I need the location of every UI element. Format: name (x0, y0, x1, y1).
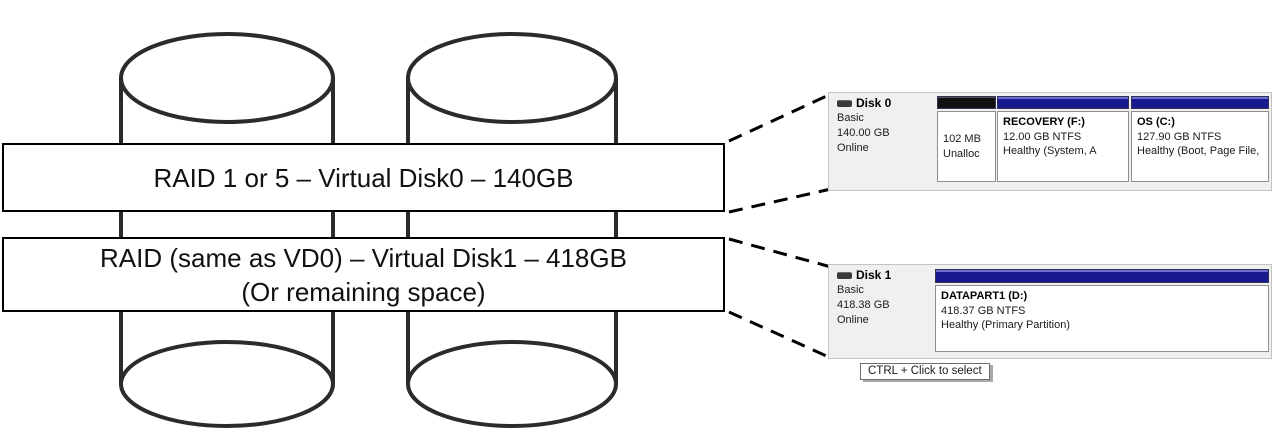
disk1-name: Disk 1 (856, 268, 892, 282)
datapart1-name: DATAPART1 (D:) (941, 290, 1028, 302)
virtual-disk1-banner: RAID (same as VD0) – Virtual Disk1 – 418… (2, 237, 725, 312)
datapart1-health: Healthy (Primary Partition) (941, 319, 1070, 331)
physical-disk-cylinder-1 (119, 32, 335, 428)
disk1-datapart1-partition[interactable]: DATAPART1 (D:) 418.37 GB NTFS Healthy (P… (935, 269, 1269, 352)
datapart1-size: 418.37 GB NTFS (941, 304, 1026, 317)
os-partition-size: 127.90 GB NTFS (1137, 130, 1222, 143)
unallocated-size: 102 MB (943, 133, 981, 145)
virtual-disk1-label-line1: RAID (same as VD0) – Virtual Disk1 – 418… (100, 242, 627, 273)
disk1-type: Basic (837, 284, 864, 296)
disk0-header[interactable]: Disk 0 Basic 140.00 GB Online (829, 93, 935, 190)
disk0-name: Disk 0 (856, 96, 892, 110)
disk0-type: Basic (837, 112, 864, 124)
recovery-partition-health: Healthy (System, A (1003, 145, 1097, 157)
disk0-recovery-partition[interactable]: RECOVERY (F:) 12.00 GB NTFS Healthy (Sys… (997, 96, 1129, 182)
virtual-disk1-label-line2: (Or remaining space) (241, 276, 486, 307)
primary-partition-color-bar (1131, 96, 1269, 109)
recovery-partition-name: RECOVERY (F:) (1003, 116, 1085, 128)
disk-drive-icon (837, 99, 852, 107)
disk0-panel: Disk 0 Basic 140.00 GB Online 102 MB Una… (828, 92, 1272, 191)
disk1-capacity: 418.38 GB (837, 299, 890, 311)
ctrl-click-tooltip-text: CTRL + Click to select (868, 365, 982, 377)
os-partition-name: OS (C:) (1137, 116, 1175, 128)
virtual-disk0-banner: RAID 1 or 5 – Virtual Disk0 – 140GB (2, 143, 725, 212)
recovery-partition-size: 12.00 GB NTFS (1003, 130, 1082, 143)
disk1-panel: Disk 1 Basic 418.38 GB Online DATAPART1 … (828, 264, 1272, 359)
unallocated-color-bar (937, 96, 996, 109)
disk0-unallocated-partition[interactable]: 102 MB Unalloc (937, 96, 996, 182)
disk0-capacity: 140.00 GB (837, 127, 890, 139)
unallocated-state: Unalloc (943, 147, 980, 160)
disk1-header[interactable]: Disk 1 Basic 418.38 GB Online (829, 265, 935, 358)
os-partition-health: Healthy (Boot, Page File, (1137, 145, 1260, 157)
disk1-status: Online (837, 314, 869, 326)
primary-partition-color-bar (935, 269, 1269, 283)
callout-dashed-lines (728, 92, 832, 360)
disk0-os-partition[interactable]: OS (C:) 127.90 GB NTFS Healthy (Boot, Pa… (1131, 96, 1269, 182)
disk0-status: Online (837, 142, 869, 154)
ctrl-click-tooltip: CTRL + Click to select (860, 363, 990, 380)
disk-drive-icon (837, 271, 852, 279)
physical-disk-cylinder-2 (406, 32, 618, 428)
primary-partition-color-bar (997, 96, 1129, 109)
virtual-disk0-label: RAID 1 or 5 – Virtual Disk0 – 140GB (153, 162, 574, 193)
